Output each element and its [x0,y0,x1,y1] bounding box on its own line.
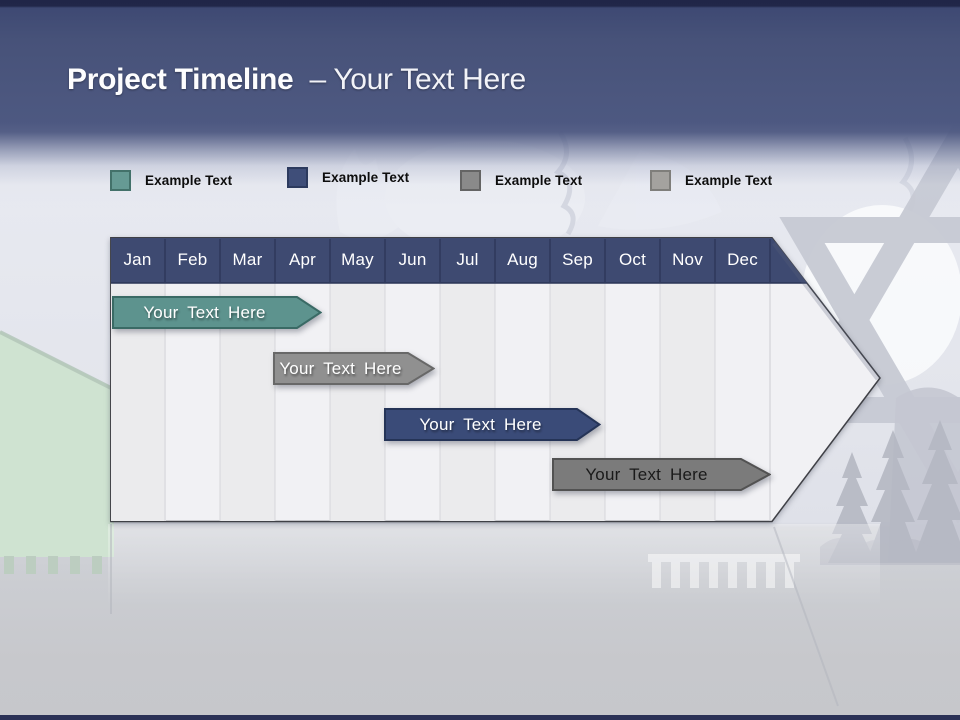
hill-edge [0,330,114,391]
month-header: May [341,250,374,269]
timeline-bar: Your Text Here [273,352,435,385]
timeline-bar: Your Text Here [112,296,322,329]
month-header: Aug [507,250,538,269]
footer-bar [0,715,960,720]
legend-item: Example Text [287,167,409,188]
legend-label: Example Text [495,173,583,188]
legend-swatch [287,167,308,188]
legend-label: Example Text [145,173,233,188]
month-header: Dec [727,250,758,269]
page-title: Project Timeline – Your Text Here [67,62,526,98]
timeline-bar-label: Your Text Here [279,358,402,378]
legend-swatch [110,170,131,191]
month-header: Jan [123,250,152,269]
timeline-bar: Your Text Here [552,458,771,491]
bar-shape [273,352,435,385]
legend-label: Example Text [322,170,410,185]
month-header: Jun [398,250,427,269]
timeline-bar-label: Your Text Here [585,464,708,484]
legend-label: Example Text [685,173,773,188]
left-fence-pickets [4,556,102,574]
diagonal-shadow [772,241,880,381]
month-header: Jul [456,250,479,269]
bar-shape [112,296,322,329]
bar-shape [384,408,601,441]
timeline-chart: Jan Feb Mar Apr May Jun Jul Aug Sep Oct … [110,237,885,527]
title-placeholder-text: – Your Text Here [309,63,526,96]
month-header: Nov [672,250,703,269]
timeline-header-band [111,238,807,283]
timeline-bar-label: Your Text Here [419,414,542,434]
timeline-bar: Your Text Here [384,408,601,441]
table-reflection [108,524,880,606]
green-hill [0,331,114,557]
month-header: Sep [562,250,593,269]
reflection-line-right [773,526,839,707]
month-header: Oct [618,250,647,269]
legend-item: Example Text [110,170,232,191]
month-header: Feb [177,250,208,269]
timeline-bar-label: Your Text Here [143,302,266,322]
legend-swatch [650,170,671,191]
legend-item: Example Text [460,170,582,191]
title-bold-text: Project Timeline [67,63,294,96]
legend-swatch [460,170,481,191]
month-header: Apr [288,250,317,269]
bar-shape [552,458,771,491]
legend-item: Example Text [650,170,772,191]
month-header: Mar [232,250,263,269]
header-cell-dividers [111,239,807,284]
